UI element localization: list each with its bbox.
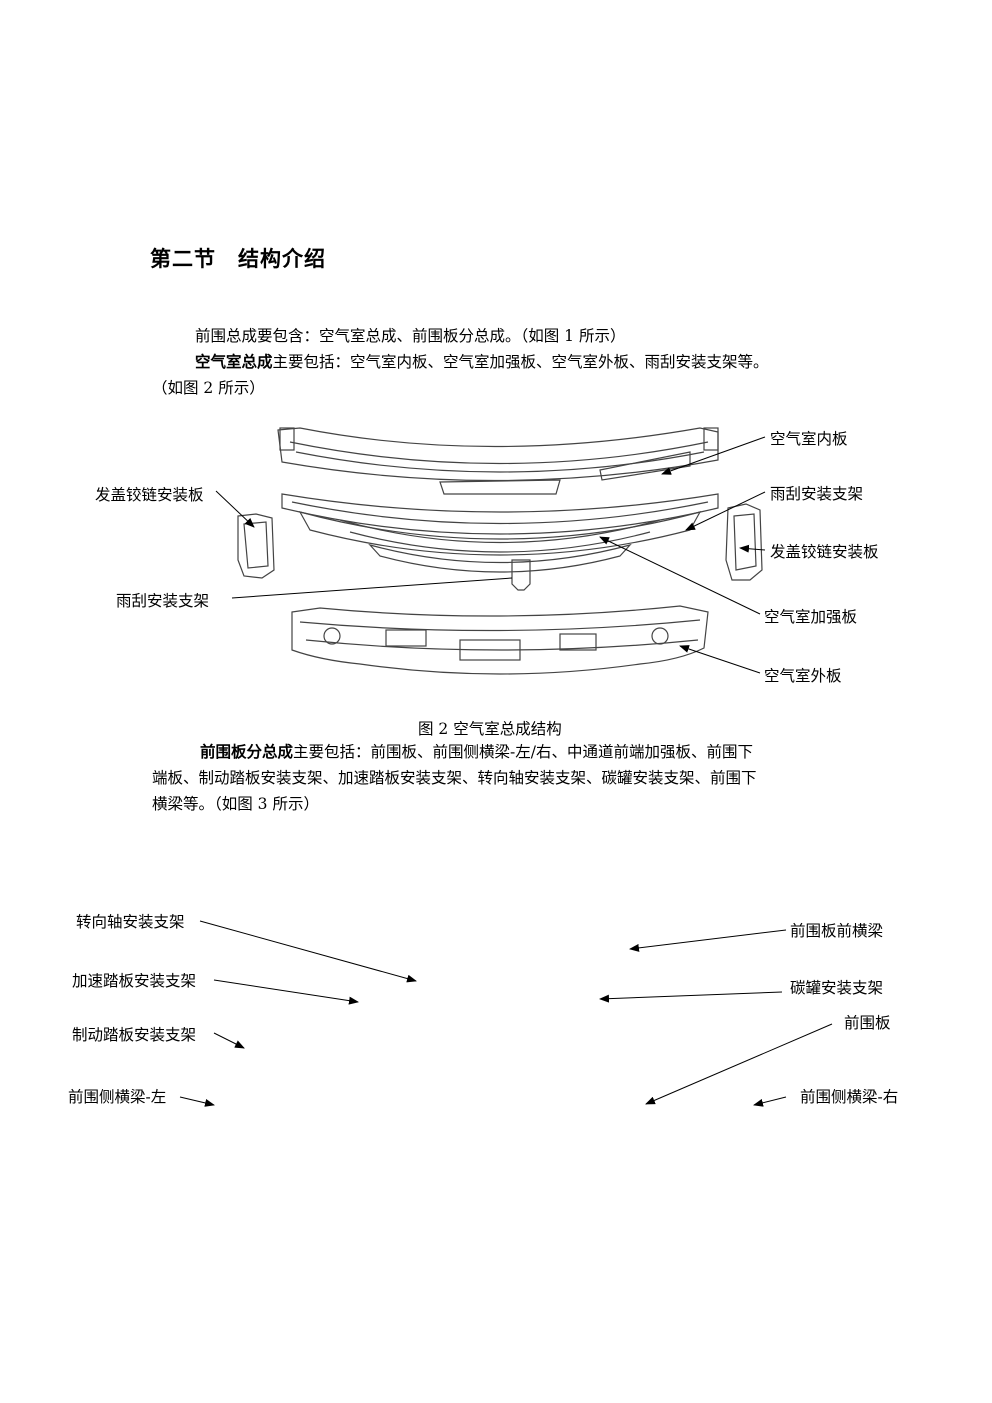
label-side-beam-right: 前围侧横梁-右 xyxy=(800,1088,899,1106)
label-hood-hinge-left: 发盖铰链安装板 xyxy=(95,486,204,504)
outer-panel-part xyxy=(291,605,709,675)
label-inner-panel: 空气室内板 xyxy=(770,430,848,448)
label-hood-hinge-right: 发盖铰链安装板 xyxy=(770,543,879,561)
leader-inner-panel xyxy=(661,436,766,475)
label-outer-panel: 空气室外板 xyxy=(764,667,842,685)
leader-canister-bracket xyxy=(599,991,783,1003)
figure2-caption: 图 2 空气室总成结构 xyxy=(418,720,562,738)
dash-panel-paragraph: 前围板分总成主要包括：前围板、前围侧横梁-左/右、中通道前端加强板、前围下 xyxy=(200,741,753,763)
leader-outer-panel xyxy=(679,645,761,674)
air-chamber-paragraph-line2: （如图 2 所示） xyxy=(152,379,265,397)
air-chamber-paragraph: 空气室总成主要包括：空气室内板、空气室加强板、空气室外板、雨刮安装支架等。 xyxy=(195,351,769,373)
air-chamber-term: 空气室总成 xyxy=(195,352,273,371)
intro-paragraph: 前围总成要包含：空气室总成、前围板分总成。（如图 1 所示） xyxy=(195,327,626,345)
leader-reinforcement xyxy=(599,536,761,615)
left-hinge-plate-part xyxy=(237,513,275,579)
air-chamber-text: 主要包括：空气室内板、空气室加强板、空气室外板、雨刮安装支架等。 xyxy=(272,353,769,371)
label-reinforcement: 空气室加强板 xyxy=(764,608,858,626)
dash-panel-text: 主要包括：前围板、前围侧横梁-左/右、中通道前端加强板、前围下 xyxy=(293,743,753,761)
label-front-beam: 前围板前横梁 xyxy=(790,922,884,940)
label-wiper-bracket-right: 雨刮安装支架 xyxy=(770,485,864,503)
right-hinge-plate-part xyxy=(725,503,763,581)
leader-dash-panel xyxy=(645,1023,833,1105)
section-title: 第二节 结构介绍 xyxy=(150,246,326,271)
leader-hinge-right xyxy=(739,544,766,553)
leader-side-beam-right xyxy=(753,1096,787,1107)
leader-wiper-bracket-left xyxy=(231,577,513,599)
label-dash-panel: 前围板 xyxy=(844,1014,891,1032)
leader-front-beam xyxy=(629,929,787,952)
label-steering-bracket: 转向轴安装支架 xyxy=(76,913,185,931)
dash-panel-term: 前围板分总成 xyxy=(200,742,294,761)
dash-panel-paragraph-line2: 端板、制动踏板安装支架、加速踏板安装支架、转向轴安装支架、碳罐安装支架、前围下 xyxy=(152,769,757,787)
label-brake-bracket: 制动踏板安装支架 xyxy=(72,1026,197,1044)
label-accel-bracket: 加速踏板安装支架 xyxy=(72,972,197,990)
leader-brake-bracket xyxy=(213,1032,245,1049)
center-wiper-bracket-part xyxy=(511,559,531,591)
inner-panel-part xyxy=(277,427,719,495)
leader-steering-bracket xyxy=(199,920,417,983)
label-canister-bracket: 碳罐安装支架 xyxy=(790,979,884,997)
label-wiper-bracket-left: 雨刮安装支架 xyxy=(116,592,210,610)
dash-panel-paragraph-line3: 横梁等。（如图 3 所示） xyxy=(152,795,319,813)
leader-hinge-left xyxy=(215,490,255,528)
label-side-beam-left: 前围侧横梁-左 xyxy=(68,1088,167,1106)
leader-wiper-bracket-right xyxy=(685,491,766,531)
reinforcement-part xyxy=(281,493,719,573)
leader-accel-bracket xyxy=(213,979,359,1005)
leader-side-beam-left xyxy=(179,1096,215,1107)
